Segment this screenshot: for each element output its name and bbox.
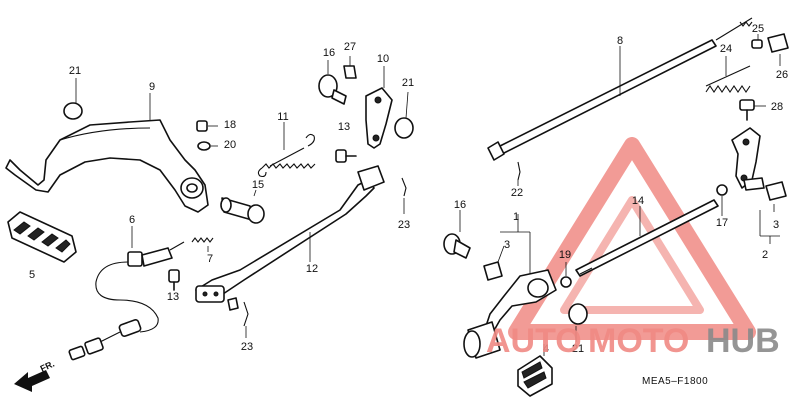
- part-27-bracket: [343, 56, 357, 79]
- part-3-nut-left: [483, 245, 505, 281]
- callout-25: 25: [752, 23, 764, 35]
- callout-2: 2: [762, 249, 768, 261]
- part-7-spring-small: [191, 237, 214, 252]
- callout-26: 26: [776, 69, 788, 81]
- part-13-bolt-upper: [335, 149, 357, 163]
- callout-21: 21: [572, 343, 584, 355]
- part-20-washer: [197, 141, 218, 151]
- part-21-washer-right: [568, 303, 588, 342]
- callout-21: 21: [69, 65, 81, 77]
- part-4-shift-rubber: [517, 344, 553, 397]
- callout-13: 13: [338, 121, 350, 133]
- part-19-washer: [560, 262, 572, 288]
- watermark-moto: MOTO: [588, 322, 689, 360]
- part-23-cotter-pin-lower: [243, 301, 249, 338]
- watermark-logo: [508, 137, 756, 340]
- part-17-washer: [716, 184, 728, 216]
- callout-28: 28: [771, 101, 783, 113]
- callout-5: 5: [29, 269, 35, 281]
- direction-label: FR.: [39, 359, 56, 374]
- part-2-lever-assembly: [731, 127, 780, 244]
- callout-11: 11: [277, 111, 288, 123]
- callout-20: 20: [224, 139, 236, 151]
- callout-3: 3: [773, 219, 779, 231]
- callout-23: 23: [241, 341, 253, 353]
- part-12-brake-rod: [195, 165, 385, 311]
- part-16-collar-upper: [318, 60, 347, 105]
- callout-18: 18: [224, 119, 236, 131]
- callout-13: 13: [167, 291, 179, 303]
- part-21-washer-mid: [394, 91, 414, 139]
- part-21-washer-left: [63, 78, 83, 120]
- part-5-footpeg-rubber: [7, 211, 77, 263]
- callout-8: 8: [617, 35, 623, 47]
- callout-17: 17: [716, 217, 728, 229]
- part-23-cotter-pin-upper: [401, 177, 407, 214]
- watermark-text: AUTO MOTO HUB: [486, 322, 780, 360]
- part-10-arm: [365, 66, 393, 149]
- callout-27: 27: [344, 41, 356, 53]
- part-13-bolt-lower: [168, 269, 180, 291]
- callout-9: 9: [149, 81, 155, 93]
- watermark-hub: HUB: [706, 322, 780, 360]
- callout-15: 15: [252, 179, 264, 191]
- part-22-pin: [517, 161, 521, 186]
- part-6-brake-switch: [68, 226, 185, 361]
- callout-24: 24: [720, 43, 732, 55]
- callout-16: 16: [323, 47, 335, 59]
- callout-4: 4: [543, 343, 549, 355]
- part-3-nut-right: [765, 181, 787, 212]
- part-9-brake-pedal: [5, 93, 209, 213]
- part-11-spring: [257, 122, 316, 178]
- part-16-collar-right: [443, 210, 471, 259]
- part-28-bolt: [739, 99, 766, 121]
- watermark-auto: AUTO: [486, 322, 582, 360]
- callout-16: 16: [454, 199, 466, 211]
- callout-12: 12: [306, 263, 318, 275]
- part-18-bolt: [196, 120, 218, 132]
- part-15-pivot-bolt: [220, 189, 265, 224]
- part-14-shaft: [575, 199, 719, 277]
- part-24-spring: [705, 56, 751, 93]
- callout-19: 19: [559, 249, 571, 261]
- front-direction-arrow: [14, 370, 50, 392]
- part-8-cable: [487, 17, 753, 161]
- callout-14: 14: [632, 195, 644, 207]
- callout-6: 6: [129, 214, 135, 226]
- callout-21: 21: [402, 77, 414, 89]
- callout-3: 3: [504, 239, 510, 251]
- part-25-pin: [751, 34, 763, 49]
- callout-7: 7: [207, 253, 213, 265]
- part-1-shift-pedal: [463, 214, 557, 359]
- callout-10: 10: [377, 53, 389, 65]
- callout-23: 23: [398, 219, 410, 231]
- part-26-nut: [767, 33, 789, 66]
- callout-1: 1: [513, 211, 519, 223]
- callouts: 1233456789101112131314151616171819202121…: [29, 23, 788, 355]
- diagram-code: MEA5–F1800: [642, 376, 708, 387]
- callout-22: 22: [511, 187, 523, 199]
